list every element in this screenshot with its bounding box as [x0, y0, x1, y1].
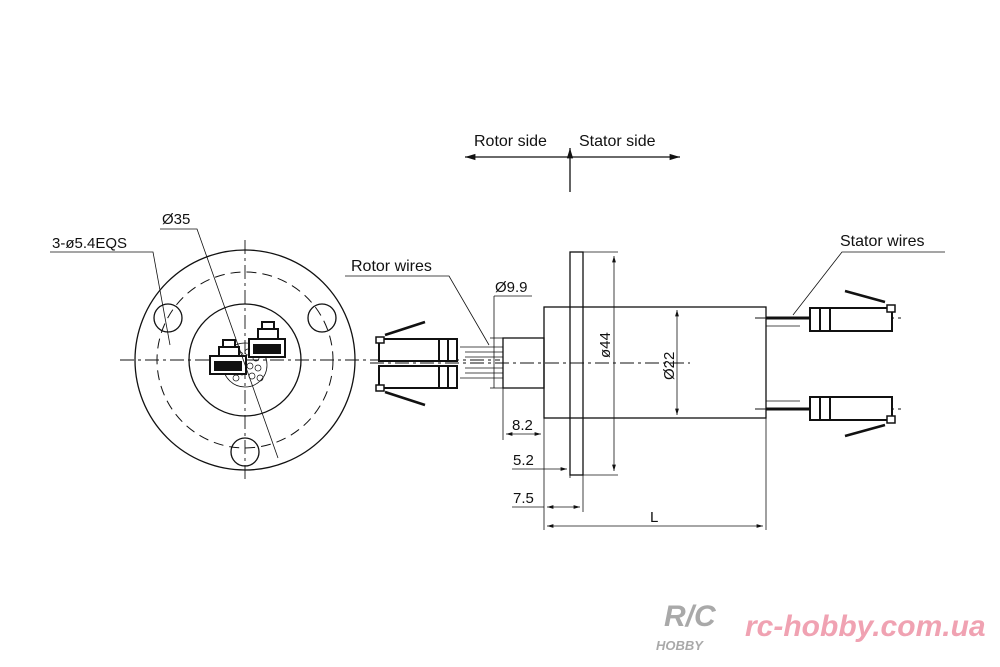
mounting-holes-label: 3-ø5.4EQS: [52, 235, 127, 252]
rc-hobby-logo: R/C HOBBY: [656, 600, 717, 653]
svg-text:R/C: R/C: [664, 600, 717, 633]
svg-text:HOBBY: HOBBY: [656, 638, 704, 653]
pcd-label: Ø35: [162, 211, 190, 228]
dim-8-2: 8.2: [512, 417, 533, 434]
rotor-side-label: Rotor side: [474, 133, 547, 150]
rotor-connector-top: [375, 320, 458, 362]
front-view: 3-ø5.4EQS Ø35: [50, 211, 500, 480]
site-url: rc-hobby.com.ua: [745, 610, 986, 643]
flange: [569, 251, 584, 476]
front-connector-2: [209, 339, 247, 375]
stator-connector-bottom: [809, 396, 896, 438]
dim-5-2: 5.2: [513, 452, 534, 469]
mount-hole-1: [153, 303, 183, 333]
rotor-wires-label: Rotor wires: [351, 258, 432, 275]
stator-side-label: Stator side: [579, 133, 656, 150]
dim-length: L: [650, 509, 658, 526]
shaft-diameter-label: Ø9.9: [495, 279, 528, 296]
front-connector-1: [248, 321, 286, 358]
body-diameter-label: Ø22: [661, 352, 678, 380]
flange-diameter-label: ø44: [597, 332, 614, 358]
stator-wires-label: Stator wires: [840, 233, 924, 250]
watermark: R/C HOBBY rc-hobby.com.ua: [656, 600, 986, 653]
rotor-connector-bottom: [375, 365, 458, 407]
mount-hole-2: [307, 303, 337, 333]
body: [543, 306, 767, 419]
direction-indicator: Rotor side Stator side: [465, 133, 680, 192]
side-view: Rotor wires Ø9.9 Stator wires ø44 Ø22 8.…: [345, 233, 945, 530]
dim-7-5: 7.5: [513, 490, 534, 507]
stator-connector-top: [809, 289, 896, 332]
